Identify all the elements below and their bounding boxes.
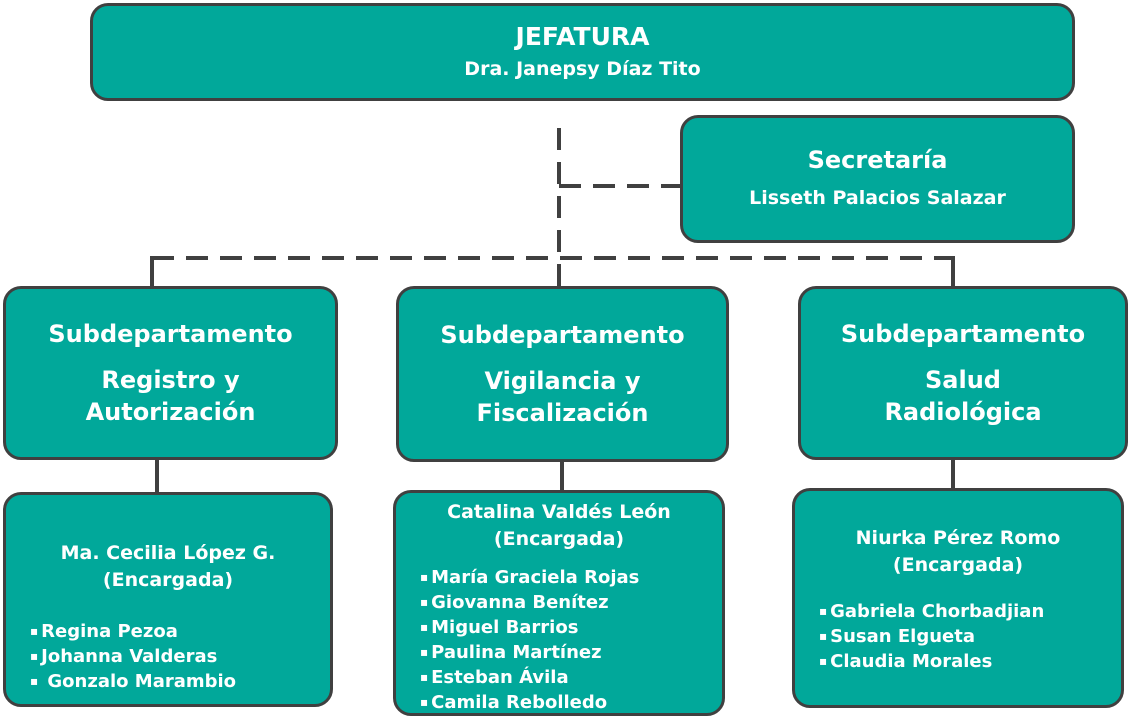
subdept-name-line1: Vigilancia y bbox=[484, 367, 641, 395]
subdept-title: Subdepartamento bbox=[840, 320, 1086, 348]
subdept-title: Subdepartamento bbox=[48, 320, 293, 348]
subdept-name-line2: Fiscalización bbox=[476, 399, 649, 427]
secretaria-box: Secretaría Lisseth Palacios Salazar bbox=[680, 115, 1075, 243]
subdept-name-line1: Registro y bbox=[101, 366, 240, 394]
subdept-vigilancia-box: Subdepartamento Vigilancia y Fiscalizaci… bbox=[396, 286, 729, 462]
secretaria-name: Lisseth Palacios Salazar bbox=[749, 187, 1006, 209]
subdept-registro-box: Subdepartamento Registro y Autorización bbox=[3, 286, 338, 460]
staff-list: Regina Pezoa Johanna Valderas Gonzalo Ma… bbox=[30, 619, 236, 694]
lead-role: (Encargada) bbox=[102, 569, 234, 591]
subdept-title: Subdepartamento bbox=[440, 321, 685, 349]
staff-list: Gabriela Chorbadjian Susan Elgueta Claud… bbox=[819, 599, 1044, 674]
lead-role: (Encargada) bbox=[493, 528, 625, 550]
staff-member: María Graciela Rojas bbox=[420, 565, 639, 590]
staff-member: Gonzalo Marambio bbox=[30, 669, 236, 694]
staff-member: Miguel Barrios bbox=[420, 615, 639, 640]
jefatura-box: JEFATURA Dra. Janepsy Díaz Tito bbox=[90, 3, 1075, 101]
secretaria-title: Secretaría bbox=[807, 146, 948, 174]
subdept-name-line2: Radiológica bbox=[884, 398, 1042, 426]
staff-member: Susan Elgueta bbox=[819, 624, 1044, 649]
subdept-salud-box: Subdepartamento Salud Radiológica bbox=[798, 286, 1128, 460]
staff-member: Claudia Morales bbox=[819, 649, 1044, 674]
staff-member: Esteban Ávila bbox=[420, 665, 639, 690]
jefatura-title: JEFATURA bbox=[515, 22, 650, 51]
subdept-name-line1: Salud bbox=[925, 366, 1001, 394]
staff-member: Camila Rebolledo bbox=[420, 690, 639, 715]
staff-registro-box: Ma. Cecilia López G. (Encargada) Regina … bbox=[3, 492, 333, 707]
staff-member: Giovanna Benítez bbox=[420, 590, 639, 615]
lead-name: Catalina Valdés León bbox=[447, 501, 671, 523]
lead-role: (Encargada) bbox=[892, 554, 1024, 576]
staff-member: Paulina Martínez bbox=[420, 640, 639, 665]
lead-name: Niurka Pérez Romo bbox=[855, 527, 1061, 549]
staff-member: Johanna Valderas bbox=[30, 644, 236, 669]
staff-salud-box: Niurka Pérez Romo (Encargada) Gabriela C… bbox=[792, 488, 1124, 708]
subdept-name-line2: Autorización bbox=[85, 398, 256, 426]
staff-member: Regina Pezoa bbox=[30, 619, 236, 644]
jefatura-name: Dra. Janepsy Díaz Tito bbox=[464, 58, 701, 80]
staff-vigilancia-box: Catalina Valdés León (Encargada) María G… bbox=[393, 490, 725, 716]
staff-member: Gabriela Chorbadjian bbox=[819, 599, 1044, 624]
lead-name: Ma. Cecilia López G. bbox=[60, 542, 276, 564]
staff-list: María Graciela Rojas Giovanna Benítez Mi… bbox=[420, 565, 639, 715]
